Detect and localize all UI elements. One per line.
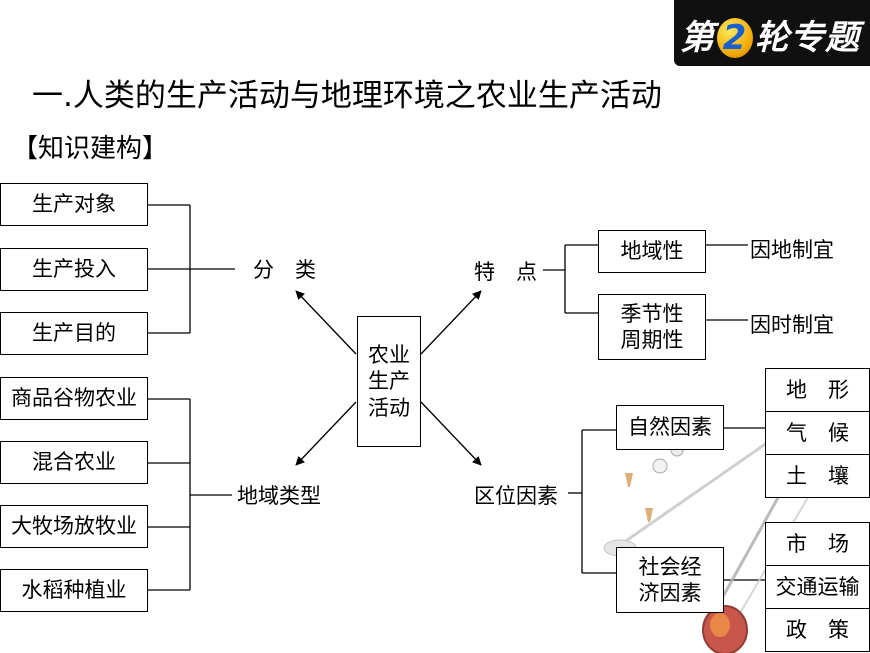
socio-factor-transport: 交通运输: [765, 565, 870, 609]
seasonal-feature-note: 因时制宜: [750, 313, 834, 337]
classification-label: 分 类: [253, 258, 316, 282]
center-line-2: 生产: [368, 369, 410, 394]
socio-factor-policy: 政 策: [765, 608, 870, 652]
classification-item-3: 生产目的: [0, 312, 148, 355]
regional-feature-box: 地域性: [598, 230, 706, 273]
badge-pre: 第: [680, 18, 715, 58]
regional-feature-note: 因地制宜: [750, 238, 834, 262]
regional-type-2: 混合农业: [0, 441, 148, 484]
badge-number: 2: [717, 18, 753, 58]
socio-factor-market: 市 场: [765, 522, 870, 566]
natural-factor-soil: 土 壤: [765, 454, 870, 498]
natural-factors-box: 自然因素: [616, 405, 724, 450]
natural-factor-terrain: 地 形: [765, 368, 870, 412]
center-line-3: 活动: [368, 395, 410, 420]
natural-factor-climate: 气 候: [765, 411, 870, 455]
characteristics-label: 特 点: [474, 260, 537, 284]
regional-type-1: 商品谷物农业: [0, 377, 148, 420]
socioeconomic-line-2: 济因素: [638, 581, 702, 605]
classification-item-2: 生产投入: [0, 248, 148, 291]
seasonal-line-1: 季节性: [620, 301, 684, 326]
center-node: 农业 生产 活动: [357, 316, 421, 447]
regional-types-label: 地域类型: [237, 484, 321, 508]
location-factors-label: 区位因素: [474, 484, 558, 508]
regional-type-3: 大牧场放牧业: [0, 505, 148, 548]
center-line-1: 农业: [368, 343, 410, 368]
classification-item-1: 生产对象: [0, 183, 148, 226]
seasonal-feature-box: 季节性 周期性: [598, 294, 706, 360]
seasonal-line-2: 周期性: [620, 328, 684, 352]
section-heading: 【知识建构】: [12, 134, 169, 164]
socioeconomic-factors-box: 社会经 济因素: [616, 547, 724, 613]
regional-type-4: 水稻种植业: [0, 569, 148, 612]
badge-post: 轮专题: [755, 18, 860, 58]
socioeconomic-line-1: 社会经: [638, 554, 702, 579]
page-title: 一.人类的生产活动与地理环境之农业生产活动: [32, 78, 662, 114]
